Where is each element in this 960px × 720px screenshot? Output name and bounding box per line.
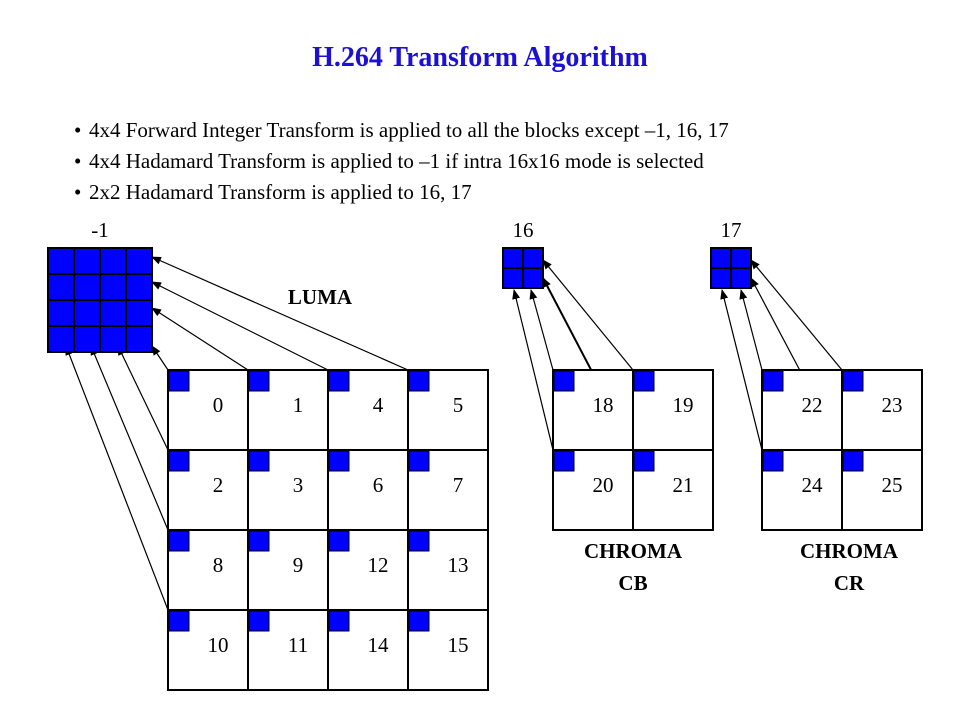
dc-coefficient-square: [633, 370, 655, 392]
dc-coefficient-square: [168, 370, 190, 392]
dc-coefficient-square: [633, 450, 655, 472]
block-number: 15: [448, 633, 469, 657]
dc-coefficient-square: [328, 610, 350, 632]
bullet-item: 4x4 Hadamard Transform is applied to –1 …: [74, 146, 729, 177]
dc-coefficient-square: [168, 610, 190, 632]
arrow: [117, 345, 169, 451]
block-number: 24: [802, 473, 824, 497]
arrow: [542, 259, 634, 371]
block-number: 4: [373, 393, 384, 417]
arrow: [151, 281, 329, 371]
dc-label-luma: -1: [91, 218, 109, 242]
block-number: 20: [593, 473, 614, 497]
block-number: 2: [213, 473, 224, 497]
arrow: [750, 259, 843, 371]
page-title: H.264 Transform Algorithm: [312, 42, 648, 73]
dc-coefficient-square: [762, 450, 784, 472]
dc-coefficient-square: [842, 370, 864, 392]
arrow: [151, 345, 169, 371]
block-number: 8: [213, 553, 224, 577]
luma-label: LUMA: [288, 285, 353, 309]
chroma-cr-label-line1: CHROMA: [800, 539, 899, 563]
chroma-cb-grid: 18 19 20 21: [552, 369, 714, 531]
dc-coefficient-square: [248, 450, 270, 472]
cr-dc-grid: [710, 247, 752, 289]
dc-coefficient-square: [553, 370, 575, 392]
dc-coefficient-square: [248, 370, 270, 392]
dc-coefficient-square: [408, 530, 430, 552]
chroma-cr-label-line2: CR: [834, 571, 865, 595]
arrow: [65, 345, 169, 611]
block-number: 23: [882, 393, 903, 417]
bullet-list: 4x4 Forward Integer Transform is applied…: [74, 115, 729, 208]
chroma-cb-label-line2: CB: [618, 571, 647, 595]
dc-coefficient-square: [168, 530, 190, 552]
block-number: 6: [373, 473, 384, 497]
dc-coefficient-square: [328, 370, 350, 392]
dc-coefficient-square: [248, 530, 270, 552]
block-number: 10: [208, 633, 229, 657]
arrow: [739, 289, 763, 371]
block-number: 11: [288, 633, 308, 657]
dc-coefficient-square: [408, 610, 430, 632]
block-number: 21: [673, 473, 694, 497]
arrow: [529, 289, 554, 371]
block-number: 7: [453, 473, 464, 497]
chroma-cb-label-line1: CHROMA: [584, 539, 683, 563]
dc-coefficient-square: [168, 450, 190, 472]
bullet-item: 2x2 Hadamard Transform is applied to 16,…: [74, 177, 729, 208]
dc-label-cb: 16: [513, 218, 534, 242]
dc-coefficient-square: [328, 450, 350, 472]
block-number: 1: [293, 393, 304, 417]
dc-coefficient-square: [408, 450, 430, 472]
dc-coefficient-square: [408, 370, 430, 392]
dc-label-cr: 17: [721, 218, 742, 242]
block-number: 0: [213, 393, 224, 417]
chroma-cr-grid: 22 23 24 25: [761, 369, 923, 531]
dc-coefficient-square: [553, 450, 575, 472]
cb-dc-grid: [502, 247, 544, 289]
arrow: [151, 307, 249, 371]
block-number: 5: [453, 393, 464, 417]
arrow: [512, 289, 554, 451]
block-number: 14: [368, 633, 390, 657]
arrow: [90, 345, 169, 531]
arrow: [720, 289, 763, 451]
block-number: 18: [593, 393, 614, 417]
bullet-item: 4x4 Forward Integer Transform is applied…: [74, 115, 729, 146]
block-number: 19: [673, 393, 694, 417]
luma-dc-grid: [47, 247, 153, 353]
dc-coefficient-square: [328, 530, 350, 552]
dc-coefficient-square: [842, 450, 864, 472]
dc-coefficient-square: [762, 370, 784, 392]
block-number: 22: [802, 393, 823, 417]
block-number: 9: [293, 553, 304, 577]
block-number: 25: [882, 473, 903, 497]
block-number: 13: [448, 553, 469, 577]
block-number: 3: [293, 473, 304, 497]
block-number: 12: [368, 553, 389, 577]
arrow: [151, 256, 409, 371]
dc-coefficient-square: [248, 610, 270, 632]
